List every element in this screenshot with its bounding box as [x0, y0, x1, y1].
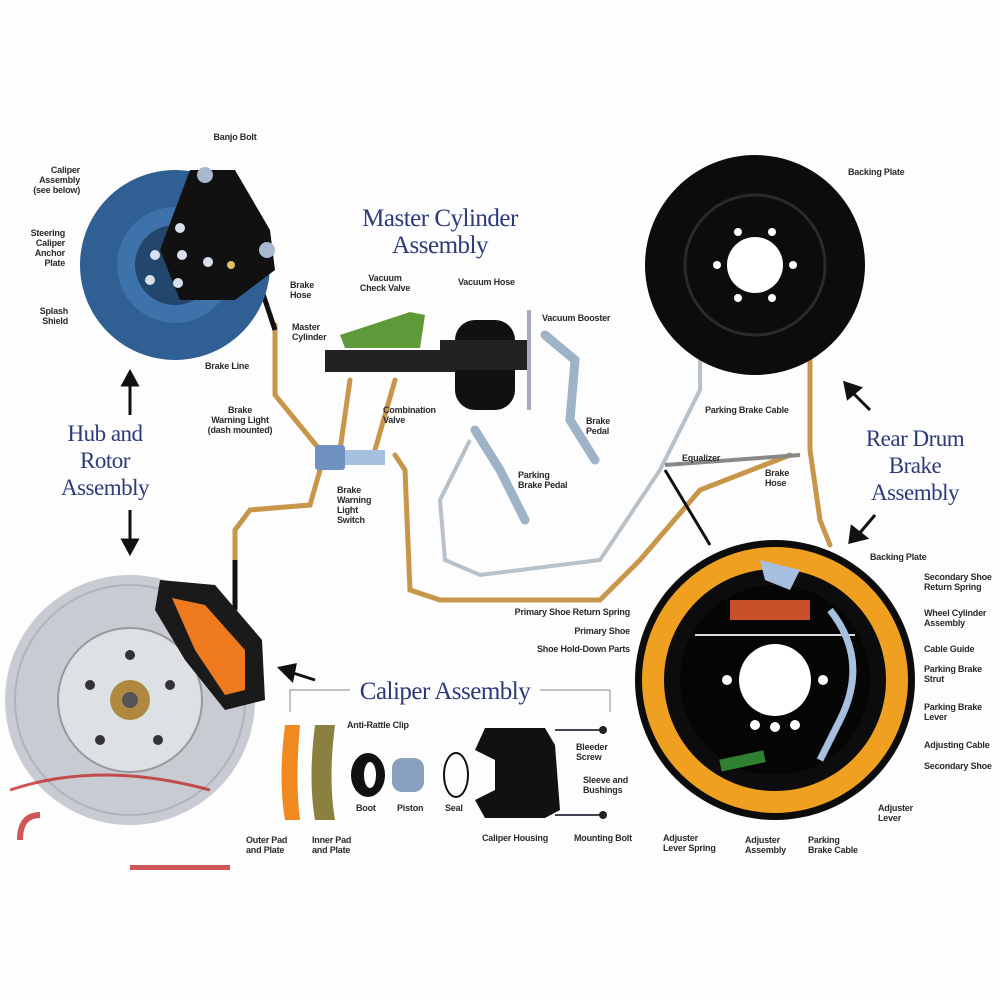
- label-splash-shield: Splash Shield: [39, 306, 69, 326]
- label-bleeder-screw: Bleeder Screw: [576, 742, 608, 762]
- label-backing-plate-top: Backing Plate: [848, 167, 905, 177]
- label-banjo-bolt: Banjo Bolt: [213, 132, 257, 142]
- master-cylinder-assembly-title: Master Cylinder Assembly: [362, 205, 518, 259]
- label-adjuster-assembly: Adjuster Assembly: [745, 835, 786, 855]
- label-parking-brake-cable-top: Parking Brake Cable: [705, 405, 789, 415]
- label-backing-plate: Backing Plate: [870, 552, 927, 562]
- label-combination-valve: Combination Valve: [383, 405, 436, 425]
- hub-rotor-assembly-title: Hub and Rotor Assembly: [61, 421, 150, 500]
- label-vacuum-hose: Vacuum Hose: [458, 277, 515, 287]
- label-brake-warning-light-switch: Brake Warning Light Switch: [337, 485, 372, 525]
- label-boot: Boot: [356, 803, 376, 813]
- label-parking-brake-lever: Parking Brake Lever: [924, 702, 982, 722]
- label-caliper-assembly-see-below: Caliper Assembly (see below): [33, 165, 80, 195]
- label-parking-brake-pedal: Parking Brake Pedal: [518, 470, 568, 490]
- label-wheel-cylinder-assembly: Wheel Cylinder Assembly: [924, 608, 987, 628]
- label-seal: Seal: [445, 803, 463, 813]
- label-primary-shoe-return-spring: Primary Shoe Return Spring: [514, 607, 631, 617]
- label-anti-rattle-clip: Anti-Rattle Clip: [347, 720, 409, 730]
- caliper-assembly-title: Caliper Assembly: [359, 678, 531, 705]
- label-parking-brake-strut: Parking Brake Strut: [924, 664, 982, 684]
- label-steering-caliper-anchor-plate: Steering Caliper Anchor Plate: [30, 228, 66, 268]
- label-primary-shoe: Primary Shoe: [574, 626, 630, 636]
- brake-rotor: [5, 575, 265, 825]
- label-secondary-shoe: Secondary Shoe: [924, 761, 992, 771]
- parking-cables: [437, 360, 801, 578]
- pedals: [470, 330, 600, 525]
- label-secondary-shoe-return-spring: Secondary Shoe Return Spring: [924, 572, 992, 592]
- label-mounting-bolt: Mounting Bolt: [574, 833, 632, 843]
- label-shoe-hold-down-parts: Shoe Hold-Down Parts: [536, 644, 630, 654]
- splash-shield: [80, 167, 275, 360]
- caliper-parts: [281, 689, 611, 820]
- drum-brake: [635, 540, 915, 820]
- label-brake-hose-rear: Brake Hose: [765, 468, 790, 488]
- label-adjuster-lever-spring: Adjuster Lever Spring: [663, 833, 716, 853]
- label-master-cylinder: Master Cylinder: [292, 322, 327, 342]
- arrows: [120, 368, 877, 684]
- label-inner-pad-and-plate: Inner Pad and Plate: [312, 835, 352, 855]
- combination-valve: [315, 445, 385, 470]
- logo-watermark: [9, 773, 230, 870]
- label-caliper-housing: Caliper Housing: [482, 833, 549, 843]
- label-vacuum-booster: Vacuum Booster: [542, 313, 611, 323]
- label-outer-pad-and-plate: Outer Pad and Plate: [246, 835, 288, 855]
- label-brake-warning-light: Brake Warning Light (dash mounted): [207, 405, 273, 435]
- label-equalizer: Equalizer: [682, 453, 721, 463]
- label-sleeve-and-bushings: Sleeve and Bushings: [583, 775, 629, 795]
- label-parking-brake-cable-bottom: Parking Brake Cable: [808, 835, 858, 855]
- label-adjusting-cable: Adjusting Cable: [924, 740, 990, 750]
- label-brake-line: Brake Line: [205, 361, 250, 371]
- label-brake-hose-front: Brake Hose: [290, 280, 315, 300]
- label-vacuum-check-valve: Vacuum Check Valve: [359, 273, 411, 293]
- rear-backing-plate: [645, 155, 865, 375]
- label-cable-guide: Cable Guide: [924, 644, 975, 654]
- rear-cable: [663, 469, 712, 546]
- label-brake-pedal: Brake Pedal: [586, 416, 611, 436]
- rear-drum-brake-assembly-title: Rear Drum Brake Assembly: [865, 426, 965, 505]
- label-piston: Piston: [397, 803, 424, 813]
- master-cylinder: [325, 310, 531, 410]
- label-adjuster-lever: Adjuster Lever: [878, 803, 913, 823]
